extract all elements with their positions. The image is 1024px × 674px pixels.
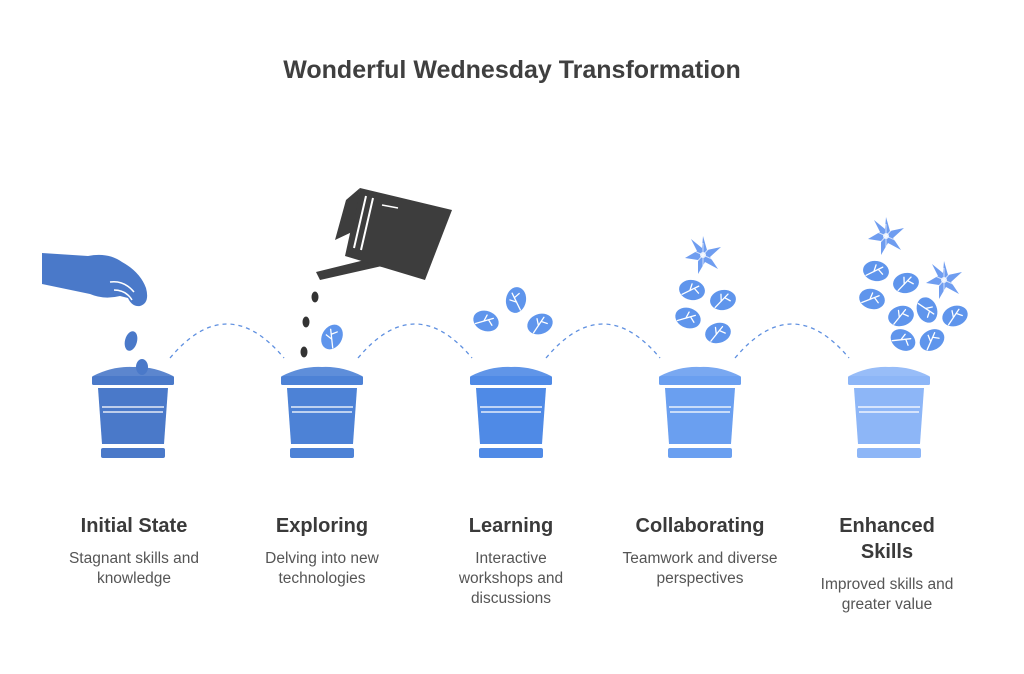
leaf-icon bbox=[523, 309, 557, 339]
leaf-icon bbox=[938, 301, 972, 331]
stage-description: Improved skills and greater value bbox=[820, 576, 954, 613]
stage-description: Stagnant skills and knowledge bbox=[68, 550, 200, 587]
stage-name: Enhanced Skills bbox=[839, 515, 935, 563]
stage-description: Delving into new technologies bbox=[265, 550, 379, 587]
connector-arc bbox=[734, 323, 850, 359]
stage-name: Exploring bbox=[275, 515, 369, 537]
pot-icon-3 bbox=[469, 366, 553, 459]
flower-icon bbox=[867, 216, 905, 256]
leaf-icon bbox=[702, 319, 734, 347]
pot-icon-4 bbox=[658, 366, 742, 459]
leaf-icon bbox=[860, 258, 892, 284]
stage-name: Initial State bbox=[80, 515, 188, 537]
leaf-icon bbox=[503, 284, 529, 316]
pot-icon-5 bbox=[847, 366, 931, 459]
water-drop-icon bbox=[300, 291, 319, 358]
leaf-icon bbox=[316, 320, 348, 354]
leaf-icon bbox=[707, 287, 739, 313]
stage-description: Teamwork and diverse perspectives bbox=[622, 550, 778, 587]
connector-arc bbox=[169, 323, 285, 359]
diagram-title: Wonderful Wednesday Transformation bbox=[283, 56, 741, 84]
connector-arc bbox=[357, 323, 473, 359]
leaf-icon bbox=[856, 285, 888, 313]
stage-initial-state: Initial State Stagnant skills and knowle… bbox=[44, 513, 224, 589]
connector-arcs bbox=[169, 323, 850, 359]
leaf-icon bbox=[890, 270, 922, 296]
pot-icon-2 bbox=[280, 366, 364, 459]
stage-learning: Learning Interactive workshops and discu… bbox=[421, 513, 601, 609]
leaf-icon bbox=[676, 277, 708, 303]
leaf-icon bbox=[886, 324, 920, 356]
stage-collaborating: Collaborating Teamwork and diverse persp… bbox=[610, 513, 790, 589]
leaf-icon bbox=[671, 303, 705, 333]
leaf-icon bbox=[469, 306, 503, 336]
pot-icon-1 bbox=[91, 366, 175, 459]
flower-icon bbox=[684, 235, 722, 275]
watering-can-icon bbox=[316, 188, 452, 280]
stage-name: Learning bbox=[468, 515, 554, 537]
stage-exploring: Exploring Delving into new technologies bbox=[232, 513, 412, 589]
stage-description: Interactive workshops and discussions bbox=[458, 550, 564, 607]
flower-icon bbox=[925, 260, 963, 300]
stage-enhanced-skills: Enhanced Skills Improved skills and grea… bbox=[797, 513, 977, 615]
stage-name: Collaborating bbox=[635, 515, 765, 537]
leaf-icon bbox=[885, 302, 917, 330]
connector-arc bbox=[545, 323, 661, 359]
hand-icon bbox=[42, 253, 148, 307]
leaf-icon bbox=[915, 324, 949, 356]
leaf-icon bbox=[912, 293, 942, 327]
